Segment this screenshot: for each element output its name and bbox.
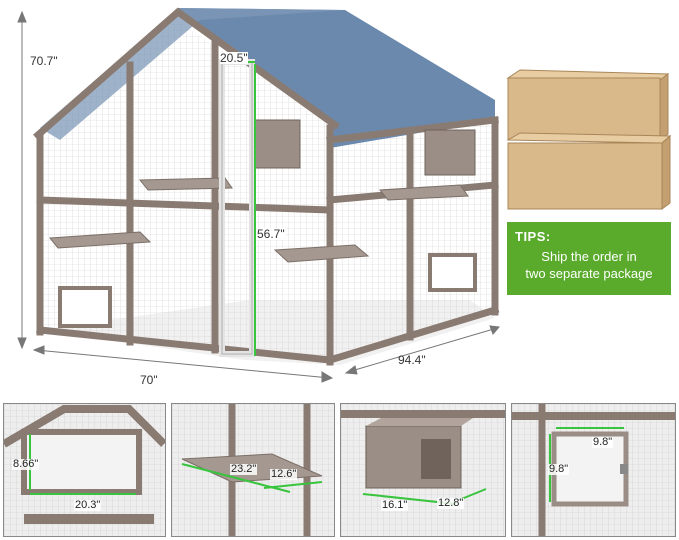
catio-illustration bbox=[17, 7, 672, 383]
height-label: 70.7" bbox=[30, 54, 58, 68]
platform-depth-label: 12.6" bbox=[270, 468, 298, 480]
tips-line-1: Ship the order in bbox=[541, 249, 637, 264]
condo-length-label: 16.1" bbox=[381, 499, 409, 511]
window-width-label: 20.3" bbox=[74, 499, 102, 511]
shelf-upper bbox=[138, 177, 233, 191]
small-door bbox=[58, 286, 112, 328]
depth-label: 94.4" bbox=[398, 353, 426, 367]
detail-condo: 16.1" 12.8" bbox=[340, 403, 506, 537]
measure-lines bbox=[17, 10, 500, 383]
width-label: 70" bbox=[140, 373, 158, 387]
shelf-left bbox=[49, 231, 152, 249]
window-height-label: 8.66" bbox=[12, 458, 40, 470]
shelf-center bbox=[273, 244, 370, 263]
shipping-boxes bbox=[506, 69, 672, 210]
roof-side bbox=[178, 8, 495, 148]
platform-length-label: 23.2" bbox=[230, 463, 258, 475]
door-height-detail-label: 9.8" bbox=[548, 463, 570, 475]
roof-front bbox=[40, 8, 345, 140]
condo-box-upper bbox=[254, 119, 301, 169]
front-mesh bbox=[40, 20, 330, 360]
door-width-label: 20.5" bbox=[220, 51, 248, 65]
tips-heading: TIPS: bbox=[515, 229, 551, 244]
door-height-label: 56.7" bbox=[257, 227, 285, 241]
door-width-detail-label: 9.8" bbox=[592, 436, 614, 448]
tips-line-2: two separate package bbox=[525, 266, 653, 281]
shelf-right bbox=[379, 184, 469, 201]
condo-box-right bbox=[424, 129, 476, 176]
detail-window: 8.66" 20.3" bbox=[3, 403, 166, 537]
tips-box: TIPS: Ship the order in two separate pac… bbox=[507, 222, 671, 295]
detail-platform: 23.2" 12.6" bbox=[171, 403, 335, 537]
tips-text: Ship the order in two separate package bbox=[515, 248, 663, 282]
condo-depth-label: 12.8" bbox=[437, 497, 465, 509]
detail-door: 9.8" 9.8" bbox=[511, 403, 676, 537]
small-door-right bbox=[428, 253, 477, 292]
